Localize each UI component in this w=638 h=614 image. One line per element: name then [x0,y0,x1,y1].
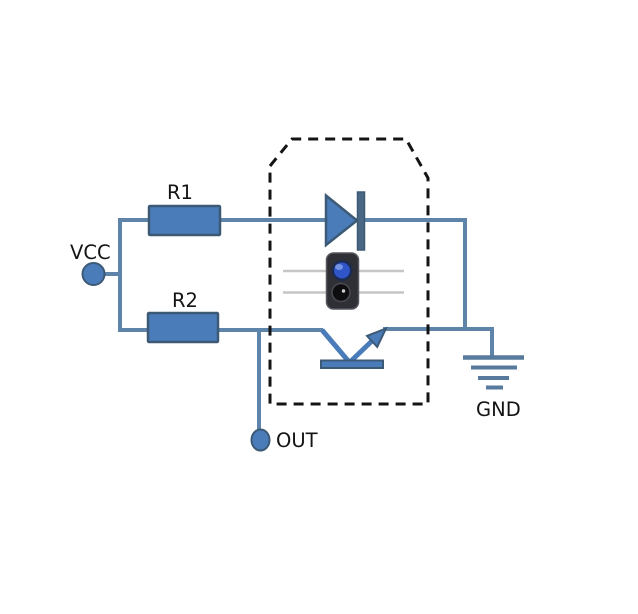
ground-symbol [463,355,524,390]
sensor-photodetector-lens [331,282,351,303]
vcc-label: VCC [70,241,111,264]
resistor-r2 [146,311,220,344]
out-terminal-dot [250,428,271,452]
sensor-led-lens-highlight [335,264,343,270]
phototransistor-collector-lead [320,328,352,365]
r1-label: R1 [167,181,193,204]
diode-cathode-bar [356,191,366,251]
reflective-ir-sensor-photo [283,252,404,310]
ir-led-diode-symbol [324,191,366,251]
sensor-module-dashed-outline [268,137,430,406]
diode-anode-triangle [324,192,360,248]
phototransistor-base-bar [320,359,384,369]
r2-label: R2 [172,289,198,312]
phototransistor-emitter-arrowhead [365,326,388,349]
resistor-r1 [147,204,222,237]
sensor-photodetector-glint [341,289,346,293]
out-label: OUT [276,429,318,452]
gnd-label: GND [476,398,521,421]
phototransistor-emitter-lead [348,337,376,364]
phototransistor-symbol [320,326,388,369]
vcc-terminal-dot [81,262,106,286]
